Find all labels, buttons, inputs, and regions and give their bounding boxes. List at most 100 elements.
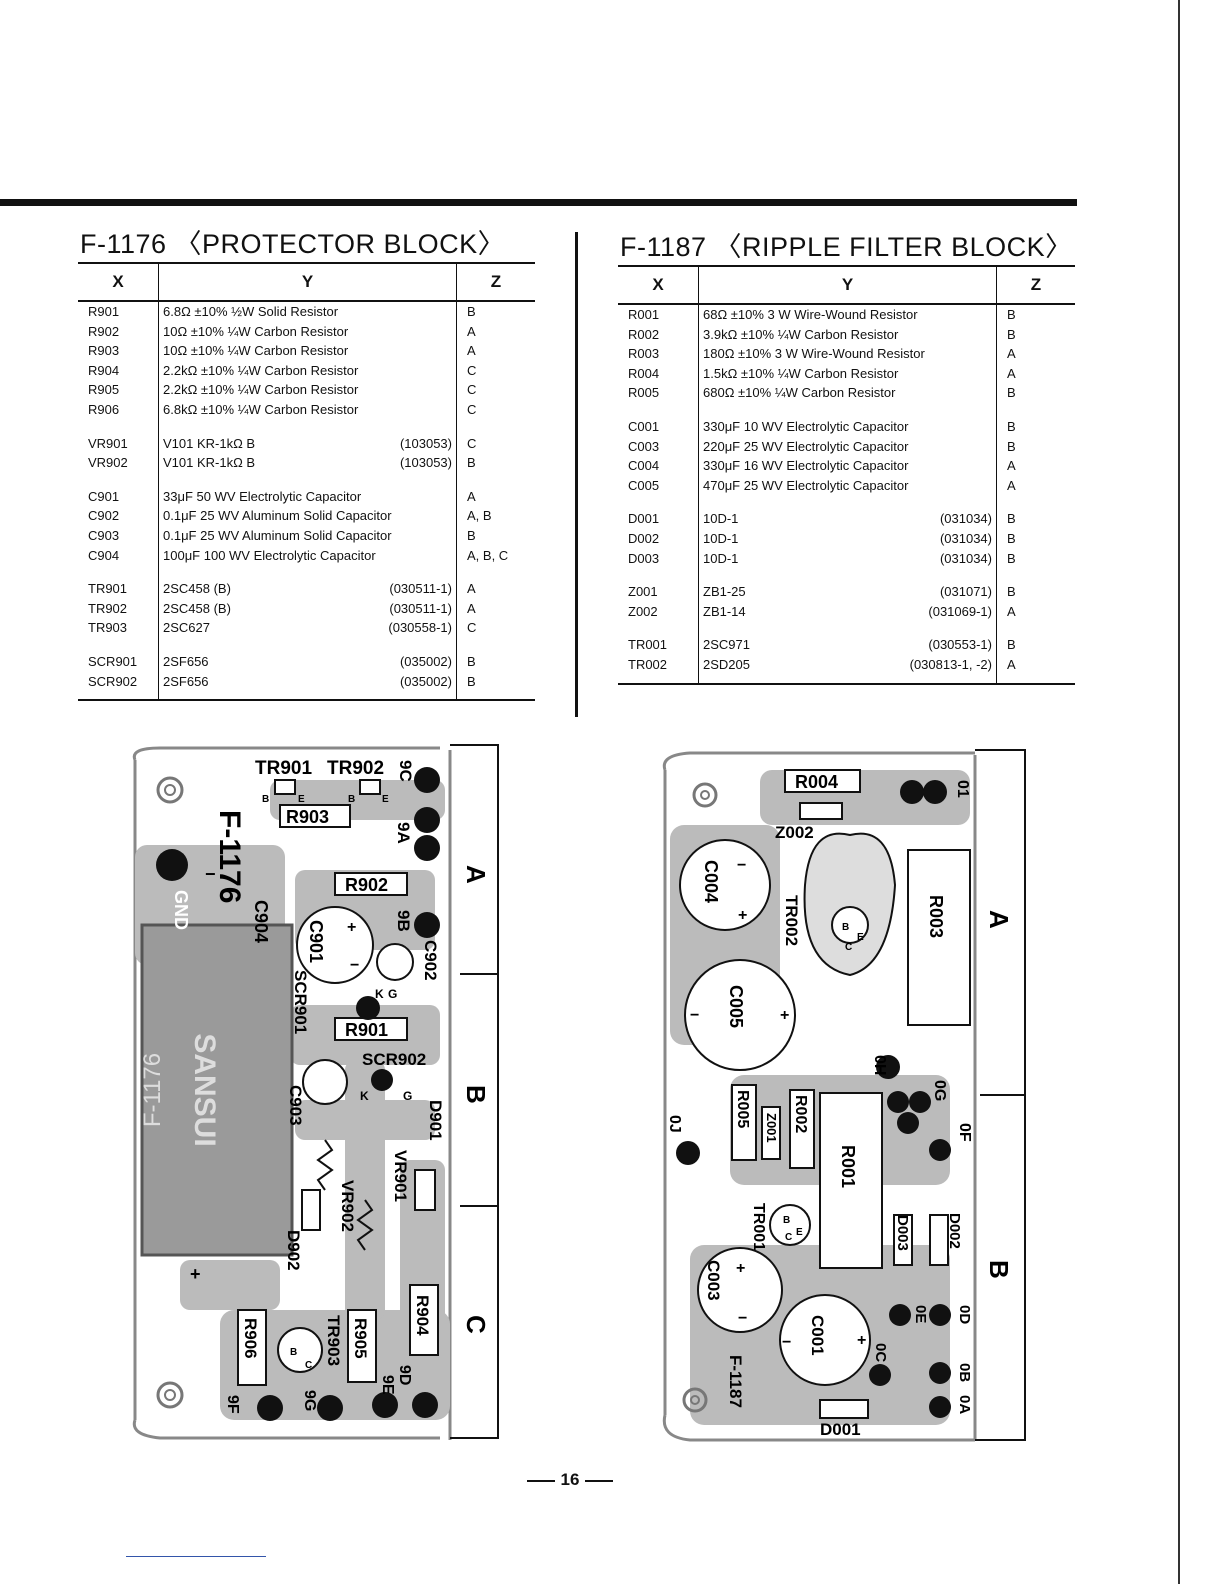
tr002-pin-c: C	[845, 942, 852, 953]
part-description-cell: 6.8Ω ±10% ½W Solid Resistor	[158, 301, 457, 322]
part-ref: SCR902	[78, 671, 159, 692]
tr001-pin-c: C	[785, 1232, 792, 1243]
part-description: 220μF 25 WV Electrolytic Capacitor	[703, 438, 909, 454]
part-ref: C005	[618, 475, 699, 496]
r002-label: R002	[792, 1095, 809, 1133]
terminal-0g-b	[909, 1091, 931, 1113]
part-description-cell: 2SF656(035002)	[158, 651, 457, 672]
column-header-y: Y	[698, 265, 997, 305]
board-zone: B	[1007, 550, 1016, 566]
r904-label: R904	[413, 1295, 432, 1336]
board-zone: C	[467, 382, 477, 398]
group-spacer	[618, 568, 1075, 583]
board-zone: A	[467, 323, 476, 339]
table-bottom-rule	[618, 674, 1075, 685]
scr902-pin-g: G	[403, 1089, 412, 1103]
c903-label: C903	[286, 1085, 305, 1126]
tr002-pin-b: B	[842, 922, 849, 933]
part-ref: C003	[618, 436, 699, 457]
tr002-label: TR002	[782, 895, 801, 946]
c001-plus: +	[857, 1332, 866, 1349]
c904-label: C904	[251, 900, 271, 943]
c004-symbol	[679, 839, 771, 931]
terminal-01-a	[900, 780, 924, 804]
part-ref: D001	[618, 509, 699, 529]
board-outline	[662, 751, 977, 1442]
part-description: 470μF 25 WV Electrolytic Capacitor	[703, 477, 909, 493]
c903-symbol	[302, 1059, 348, 1105]
board-zone: B	[467, 304, 476, 319]
terminal-0d	[929, 1304, 951, 1326]
part-description: 330μF 10 WV Electrolytic Capacitor	[703, 418, 909, 434]
terminal-0g-a	[887, 1091, 909, 1113]
terminal-9d-label: 9D	[396, 1365, 413, 1385]
part-description-cell: 100μF 100 WV Electrolytic Capacitor	[158, 545, 457, 566]
part-description-cell: 10Ω ±10% ¼W Carbon Resistor	[158, 321, 457, 342]
part-description: 10D-1	[703, 511, 739, 527]
board-zone: B	[1007, 511, 1016, 527]
board-zone: A	[1007, 477, 1016, 493]
part-ref: C903	[78, 525, 159, 546]
tr002-core	[831, 906, 869, 944]
board-zone: A	[1007, 458, 1016, 474]
terminal-0h	[876, 1055, 900, 1079]
tr002-pin-e: E	[857, 932, 864, 943]
part-code: (030553-1)	[928, 637, 992, 653]
tr903-pin-b: B	[290, 1347, 297, 1358]
board-zone: B	[1007, 530, 1016, 546]
minus-mark: −	[205, 864, 216, 884]
part-ref: R901	[78, 301, 159, 322]
scr902-label: SCR902	[362, 1050, 426, 1069]
r901-label: R901	[345, 1020, 388, 1040]
part-ref: R003	[618, 344, 699, 364]
part-code: (030558-1)	[388, 620, 452, 636]
part-description: 0.1μF 25 WV Aluminum Solid Capacitor	[163, 527, 392, 543]
r903-label: R903	[286, 807, 329, 827]
page-number: 16	[520, 1470, 620, 1490]
part-description: 330μF 16 WV Electrolytic Capacitor	[703, 458, 909, 474]
part-description: 2.2kΩ ±10% ¼W Carbon Resistor	[163, 382, 359, 398]
part-description: 2SC458 (B)	[163, 581, 231, 597]
c901-symbol	[296, 906, 374, 984]
board-zone: A	[1007, 603, 1016, 619]
part-description-cell: ZB1-14(031069-1)	[698, 601, 997, 622]
z002-label: Z002	[775, 823, 814, 842]
c005-minus: −	[690, 1007, 699, 1024]
scr902-pad	[371, 1069, 393, 1091]
group-spacer	[618, 495, 1075, 510]
terminal-9e-label: 9E	[379, 1375, 396, 1395]
r001-symbol	[819, 1092, 883, 1269]
part-description: 2.2kΩ ±10% ¼W Carbon Resistor	[163, 362, 359, 378]
part-description: ZB1-14	[703, 603, 746, 619]
z002-symbol	[799, 802, 843, 820]
part-description-cell: 1.5kΩ ±10% ¼W Carbon Resistor	[698, 363, 997, 384]
part-ref: VR901	[78, 433, 159, 454]
part-ref: TR001	[618, 635, 699, 655]
part-description: 2SF656	[163, 653, 209, 669]
part-ref: C004	[618, 456, 699, 476]
part-description-cell: 220μF 25 WV Electrolytic Capacitor	[698, 436, 997, 457]
part-description-cell: 10D-1(031034)	[698, 528, 997, 549]
part-ref: Z001	[618, 582, 699, 602]
part-ref: C901	[78, 486, 159, 507]
part-ref: R001	[618, 304, 699, 325]
c003-label: C003	[704, 1260, 723, 1301]
r004-symbol	[784, 769, 861, 793]
r902-label: R902	[345, 875, 388, 895]
tr901-pin-b: B	[262, 794, 269, 805]
gnd-label: GND	[171, 890, 191, 930]
